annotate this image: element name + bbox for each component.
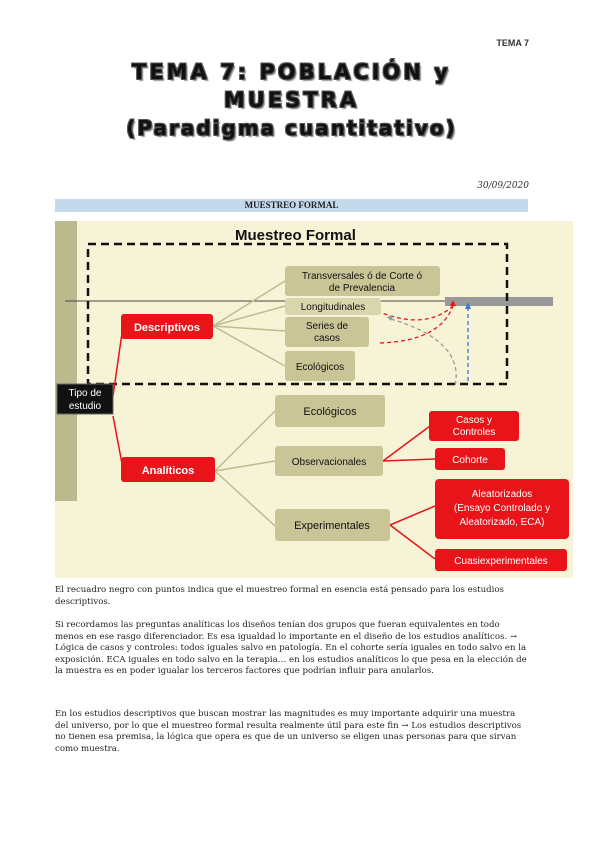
longitudinales-node [285,298,381,315]
diagram-left-bar [55,221,77,501]
aleatorizados-line-2: (Ensayo Controlado y [454,503,550,514]
series-line-1: Series de [306,321,349,332]
descriptivos-label: Descriptivos [134,322,200,334]
experimentales-label: Experimentales [294,520,370,532]
cohorte-label: Cohorte [452,455,488,466]
longitudinales-label: Longitudinales [301,302,366,313]
diagram: Muestreo Formal Tipo de estudio Descript… [55,221,573,578]
red-dashed-arrow-1 [376,305,454,321]
root-node [56,383,114,415]
cohorte-node [435,448,505,470]
paragraph-1: El recuadro negro con puntos indica que … [55,585,504,607]
casos-controles-node [429,411,519,441]
cuasi-label: Cuasiexperimentales [454,556,547,567]
title-line-1: TEMA 7: POBLACIÓN y [132,60,451,84]
date-label: 30/09/2020 [477,181,529,191]
anal-ecologicos-node [275,395,385,427]
diagram-gray-bar [445,297,553,306]
gray-dashed-arrow [390,318,457,387]
anal-ecologicos-label: Ecológicos [303,406,357,418]
title-line-2: MUESTRA [223,88,360,112]
casos-controles-line-2: Controles [453,427,496,438]
aleatorizados-line-3: Aleatorizado, ECA) [459,517,544,528]
series-line-2: casos [314,333,340,344]
dashed-box [86,242,509,386]
transversales-line-2: de Prevalencia [329,283,396,294]
paragraph-3: En los estudios descriptivos que buscan … [55,709,522,754]
cuasi-node [435,549,567,571]
aleatorizados-line-1: Aleatorizados [472,489,533,500]
transversales-line-1: Transversales ó de Corte ó [302,271,423,282]
experimentales-node [275,509,390,541]
section-heading: MUESTREO FORMAL [55,199,528,212]
paragraph-2: Si recordamos las preguntas analíticas l… [55,620,527,677]
analiticos-label: Analíticos [142,465,195,477]
topic-label: TEMA 7 [496,38,529,48]
root-node-line-2: estudio [69,401,102,412]
descriptivos-node [121,314,213,339]
aleatorizados-node [435,479,569,539]
casos-controles-line-1: Casos y [456,415,492,426]
title-line-3: (Paradigma cuantitativo) [126,116,457,140]
observacionales-node [275,446,383,476]
red-dashed-arrow-2 [379,305,454,344]
desc-ecologicos-label: Ecológicos [296,362,344,373]
page-title: TEMA 7: POBLACIÓN y MUESTRA (Paradigma c… [55,58,528,142]
desc-ecologicos-node [285,351,355,381]
desc-connectors [212,280,286,527]
root-node-line-1: Tipo de [69,388,102,399]
series-node [285,317,369,347]
analiticos-node [121,457,215,482]
diagram-title: Muestreo Formal [235,227,356,244]
transversales-node [285,266,440,296]
observacionales-label: Observacionales [292,457,366,468]
